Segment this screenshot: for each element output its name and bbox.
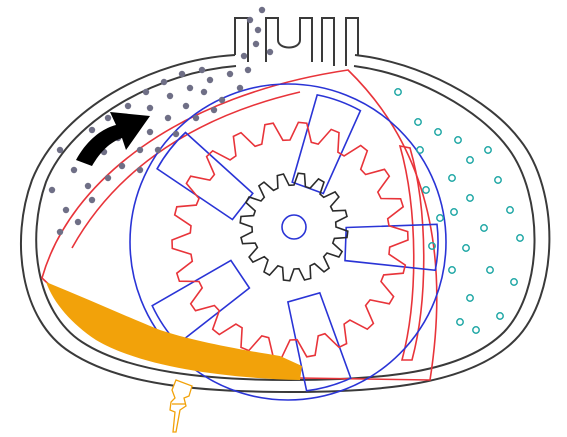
exhaust-dot [179, 71, 185, 77]
exhaust-dot [63, 207, 69, 213]
exhaust-dot [85, 183, 91, 189]
exhaust-dot [147, 129, 153, 135]
exhaust-dot [259, 7, 265, 13]
port-tube-right [322, 18, 334, 66]
exhaust-dot [165, 115, 171, 121]
exhaust-dot [267, 49, 273, 55]
exhaust-dot [237, 85, 243, 91]
shaft-hole [282, 215, 306, 239]
exhaust-dot [143, 89, 149, 95]
exhaust-dot [193, 115, 199, 121]
intake-dot [507, 207, 513, 213]
oil-pool [46, 282, 302, 380]
exhaust-dot [253, 41, 259, 47]
intake-dot [395, 89, 401, 95]
exhaust-dot [49, 187, 55, 193]
intake-dot [517, 235, 523, 241]
intake-dot [481, 225, 487, 231]
exhaust-dot [89, 197, 95, 203]
plate-lobe [152, 260, 249, 344]
exhaust-dot [207, 77, 213, 83]
intake-dot [449, 267, 455, 273]
intake-dot [511, 279, 517, 285]
exhaust-dot [75, 219, 81, 225]
exhaust-dot [167, 93, 173, 99]
intake-charge-dots [395, 89, 523, 333]
exhaust-dot [89, 127, 95, 133]
exhaust-dot [227, 71, 233, 77]
exhaust-dot [211, 107, 217, 113]
intake-dot [495, 177, 501, 183]
exhaust-dot [161, 79, 167, 85]
exhaust-dot [199, 67, 205, 73]
exhaust-dot [183, 103, 189, 109]
exhaust-dot [245, 67, 251, 73]
exhaust-dot [247, 17, 253, 23]
exhaust-dot [119, 163, 125, 169]
pinion-gear [240, 173, 348, 281]
exhaust-dot [241, 53, 247, 59]
exhaust-dot [255, 27, 261, 33]
intake-dot [435, 129, 441, 135]
exhaust-dot [57, 147, 63, 153]
intake-dot [417, 147, 423, 153]
port-tube-far-right [346, 18, 358, 66]
intake-dot [415, 119, 421, 125]
intake-dot [467, 157, 473, 163]
intake-dot [457, 319, 463, 325]
port-tube-middle [266, 18, 312, 62]
exhaust-dot [187, 85, 193, 91]
intake-dot [451, 209, 457, 215]
exhaust-dot [155, 147, 161, 153]
plate-lobe [157, 133, 253, 220]
intake-exhaust-ports [235, 18, 358, 66]
exhaust-dot [105, 115, 111, 121]
intake-dot [463, 245, 469, 251]
exhaust-dot [173, 131, 179, 137]
intake-dot [487, 267, 493, 273]
intake-dot [449, 175, 455, 181]
intake-dot [467, 295, 473, 301]
exhaust-dot [137, 147, 143, 153]
exhaust-dot [71, 167, 77, 173]
drain-valve-icon [170, 380, 192, 432]
intake-dot [437, 215, 443, 221]
exhaust-dot [219, 97, 225, 103]
curved-arrow-icon [76, 112, 150, 166]
intake-dot [467, 195, 473, 201]
plate-lobe [292, 95, 360, 194]
exhaust-dot [57, 229, 63, 235]
intake-dot [485, 147, 491, 153]
exhaust-dot [105, 175, 111, 181]
ring-gear [172, 122, 408, 357]
exhaust-dot [147, 105, 153, 111]
intake-dot [497, 313, 503, 319]
exhaust-dot [125, 103, 131, 109]
intake-dot [423, 187, 429, 193]
intake-dot [455, 137, 461, 143]
exhaust-dot [201, 89, 207, 95]
intake-dot [473, 327, 479, 333]
exhaust-dot [137, 167, 143, 173]
